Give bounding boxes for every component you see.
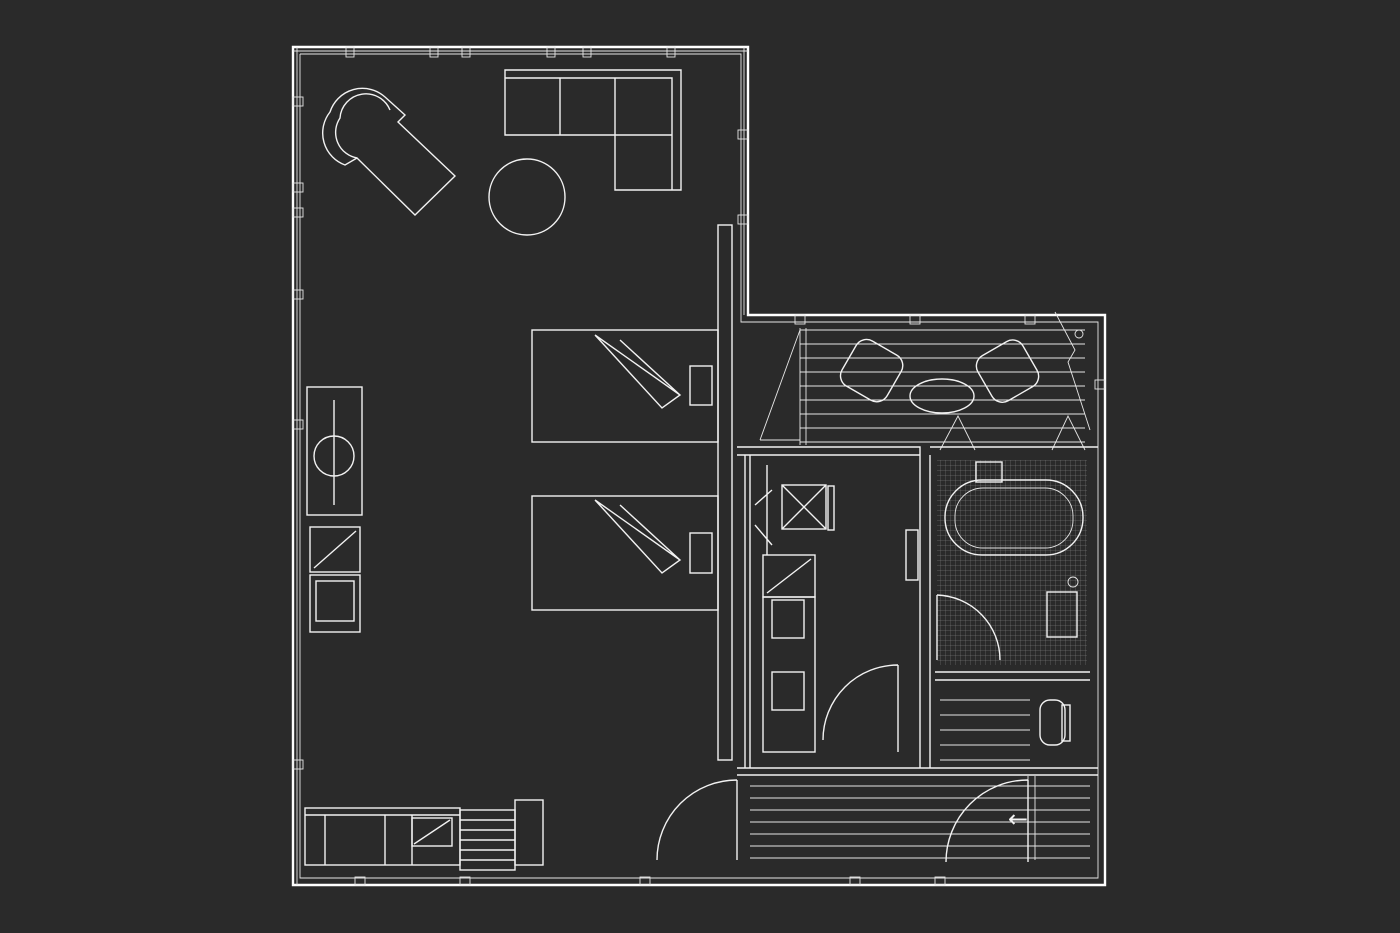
entry-door-swing — [656, 779, 738, 861]
entry-arrow-icon: ← — [1008, 805, 1028, 833]
entry-hall — [750, 776, 1090, 860]
partition-wall — [717, 224, 733, 761]
sectional-sofa — [504, 69, 682, 191]
bathroom — [936, 460, 1087, 665]
toilet-room — [940, 699, 1071, 761]
chaise-lounge — [321, 87, 457, 216]
lounge-chair — [975, 339, 1040, 403]
side-table — [909, 378, 975, 414]
bed — [531, 495, 719, 611]
window-mullions — [292, 46, 1106, 886]
exterior-walls — [291, 45, 1107, 887]
terrace — [759, 311, 1091, 451]
entry-bench — [304, 799, 544, 871]
bed — [531, 329, 719, 443]
round-table — [488, 158, 566, 236]
desk — [306, 386, 363, 516]
closet — [754, 465, 919, 753]
sink — [1046, 591, 1078, 638]
cabinets — [309, 526, 361, 633]
toilet — [1039, 699, 1066, 746]
interior-walls — [737, 446, 1098, 776]
front-door-swing — [945, 779, 1029, 863]
lounge-chair — [839, 338, 904, 403]
bathtub — [944, 479, 1084, 556]
